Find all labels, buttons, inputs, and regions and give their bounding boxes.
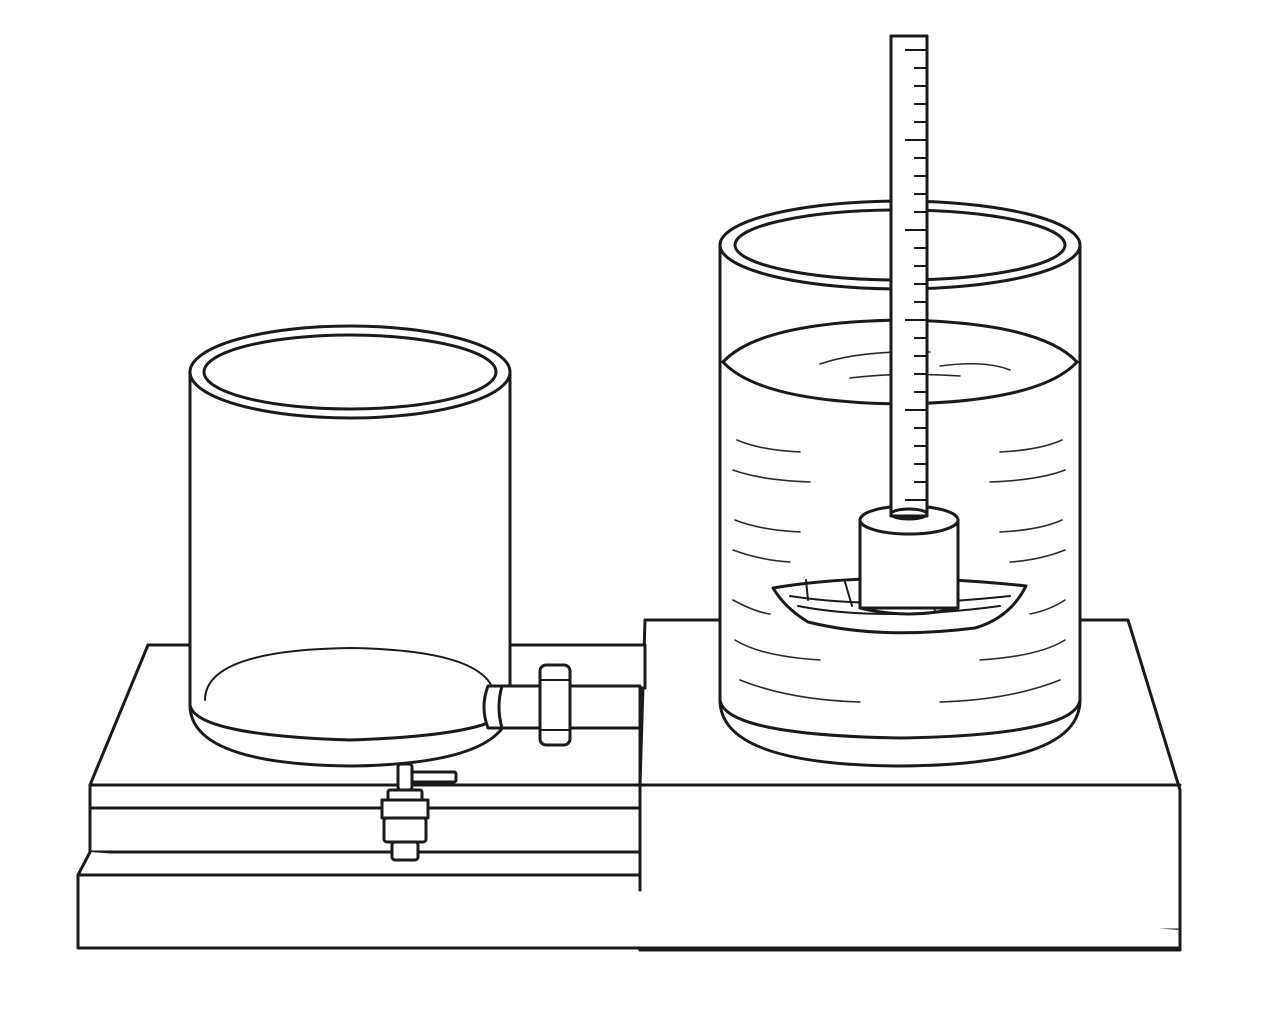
graduated-rod: [889, 34, 929, 521]
drain-valve[interactable]: [380, 762, 458, 862]
scale-ticks: [905, 49, 927, 501]
float: [858, 504, 960, 616]
left-cylinder: [188, 324, 512, 768]
left-cylinder-body: [188, 370, 512, 768]
tap-knob[interactable]: [538, 663, 572, 747]
left-cylinder-rim: [188, 324, 512, 420]
side-tap: [482, 663, 642, 747]
